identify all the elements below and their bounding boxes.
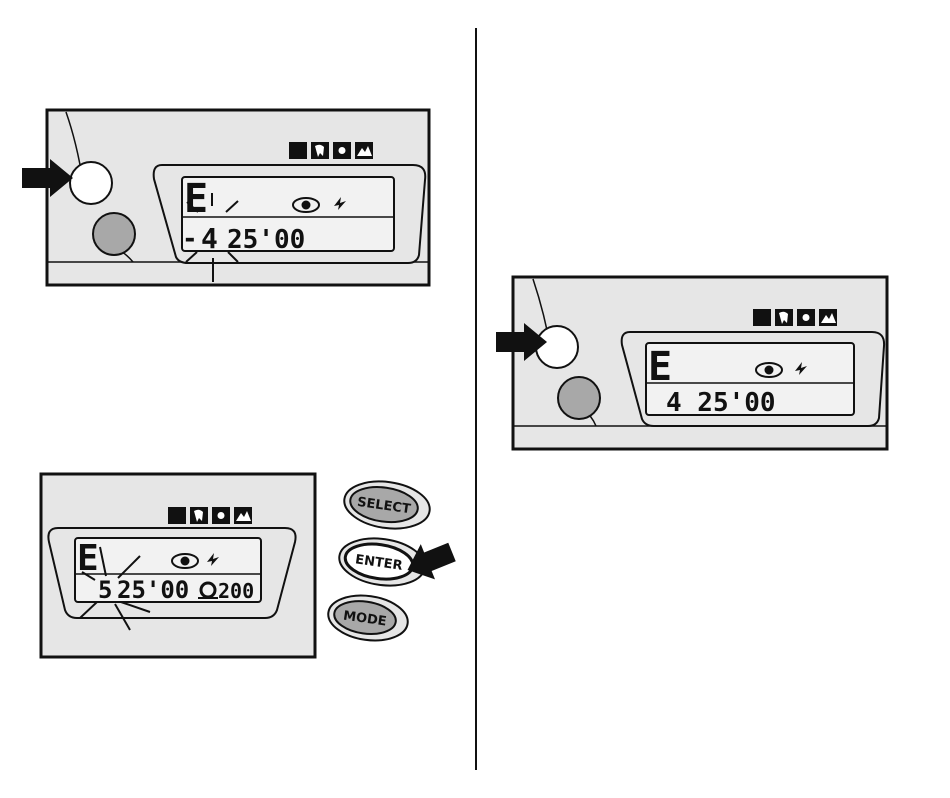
shutter-button[interactable] bbox=[536, 326, 578, 368]
grey-button[interactable] bbox=[558, 377, 600, 419]
shutter-button[interactable] bbox=[70, 162, 112, 204]
lcd-value: 25'00 bbox=[117, 576, 189, 604]
control-buttons: SELECT ENTER MODE bbox=[325, 476, 459, 645]
lcd-flash-digit: 5 bbox=[98, 576, 112, 604]
panel-top-left: E - 4 25'00 bbox=[22, 110, 429, 285]
grey-button[interactable] bbox=[93, 213, 135, 255]
frame-counter: 200 bbox=[218, 579, 254, 603]
lcd-flash-digit: 4 bbox=[201, 222, 218, 255]
lcd-mode-letter: E bbox=[184, 176, 208, 222]
panel-bottom-left: E 5 25'00 200 bbox=[41, 474, 315, 657]
lcd-minus: - bbox=[182, 224, 198, 254]
lcd-mode-letter: E bbox=[648, 344, 672, 390]
lcd-value: 25'00 bbox=[227, 225, 305, 255]
lcd-mode-letter: E bbox=[77, 538, 99, 579]
lcd-value: 4 25'00 bbox=[666, 388, 776, 418]
panel-right: E 4 25'00 bbox=[496, 277, 887, 449]
